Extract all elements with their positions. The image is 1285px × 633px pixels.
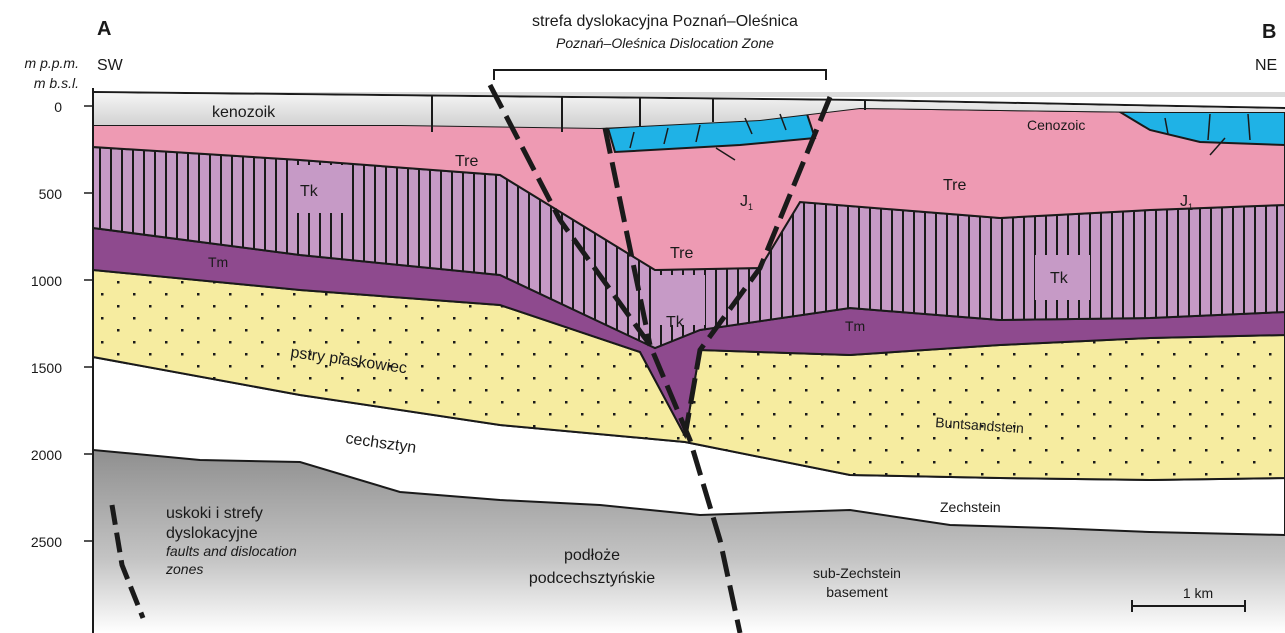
depth-tick-0: 0 [54, 99, 62, 115]
label-tk-3: Tk [666, 314, 685, 331]
end-direction: NE [1255, 57, 1277, 74]
end-letter: B [1262, 21, 1276, 43]
label-sub-zechstein-2: basement [826, 584, 888, 600]
label-kenozoik: kenozoik [212, 104, 276, 121]
label-tre-2: Tre [943, 177, 967, 194]
depth-tick-1000: 1000 [31, 273, 62, 289]
label-tk-2: Tk [1050, 270, 1069, 287]
label-tk-1: Tk [300, 183, 319, 200]
label-tre-1: Tre [455, 153, 479, 170]
label-podloze-2: podcechsztyńskie [529, 570, 655, 587]
depth-tick-2500: 2500 [31, 534, 62, 550]
legend-pl-2: dyslokacyjne [166, 525, 258, 542]
label-tre-3: Tre [670, 245, 694, 262]
scale-bar-label: 1 km [1183, 585, 1213, 601]
legend-en-1: faults and dislocation [166, 543, 297, 559]
zone-title-en: Poznań–Oleśnica Dislocation Zone [556, 35, 774, 51]
depth-unit-en: m b.s.l. [34, 75, 79, 91]
label-tm-1: Tm [208, 254, 228, 270]
label-tm-2: Tm [845, 318, 865, 334]
label-sub-zechstein-1: sub-Zechstein [813, 565, 901, 581]
legend-en-2: zones [165, 561, 203, 577]
zone-bracket [494, 70, 826, 80]
label-cenozoic: Cenozoic [1027, 117, 1085, 133]
depth-tick-1500: 1500 [31, 360, 62, 376]
depth-unit-pl: m p.p.m. [25, 55, 79, 71]
label-zechstein: Zechstein [940, 499, 1001, 515]
depth-tick-2000: 2000 [31, 447, 62, 463]
label-podloze-1: podłoże [564, 547, 620, 564]
start-letter: A [97, 18, 111, 40]
start-direction: SW [97, 57, 124, 74]
depth-tick-500: 500 [39, 186, 63, 202]
depth-ticks [84, 106, 93, 541]
zone-title-pl: strefa dyslokacyjna Poznań–Oleśnica [532, 13, 798, 30]
legend-pl-1: uskoki i strefy [166, 505, 263, 522]
